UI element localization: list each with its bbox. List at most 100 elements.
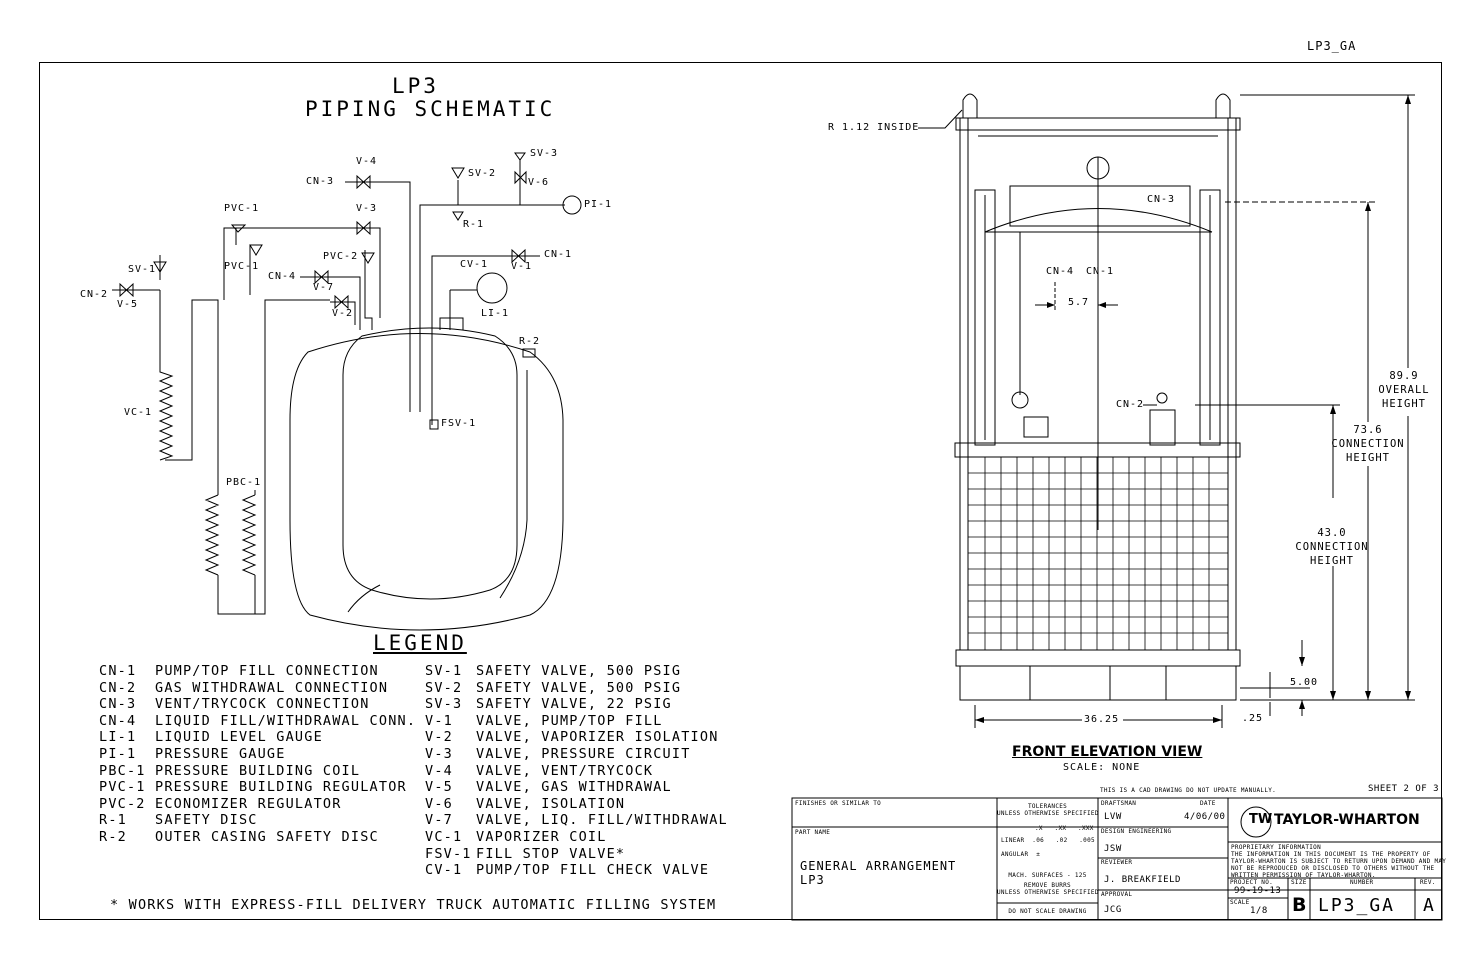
legend-code: CN-3 — [99, 696, 137, 713]
number-label: NUMBER — [1350, 879, 1374, 886]
dim-conn2-label2: HEIGHT — [1310, 555, 1354, 567]
legend-description: SAFETY DISC — [155, 812, 258, 829]
legend-description: LIQUID FILL/WITHDRAWAL CONN. — [155, 712, 417, 729]
label-v4: V-4 — [356, 156, 378, 167]
legend-code: V-6 — [425, 795, 453, 812]
legend-code: SV-1 — [425, 663, 463, 679]
legend-description: PRESSURE BUILDING COIL — [155, 762, 361, 779]
legend-description: VALVE, ISOLATION — [476, 795, 626, 812]
legend-code: R-2 — [99, 829, 127, 845]
number-value: LP3_GA — [1318, 895, 1396, 916]
legend-description: VALVE, PUMP/TOP FILL — [476, 712, 663, 729]
label-sv2: SV-2 — [468, 168, 497, 179]
remove-burrs: REMOVE BURRS — [1024, 882, 1071, 889]
legend-description: VAPORIZER COIL — [476, 829, 607, 845]
label-r1: R-1 — [463, 219, 485, 230]
legend-description: PRESSURE BUILDING REGULATOR — [155, 779, 407, 796]
label-cn2: CN-2 — [80, 289, 109, 300]
legend-title: LEGEND — [373, 631, 467, 655]
part-name-line1: GENERAL ARRANGEMENT — [800, 859, 957, 873]
sheet-number: SHEET 2 OF 3 — [1368, 784, 1440, 794]
dim-overall-label1: OVERALL — [1378, 384, 1430, 396]
design-engineering-label: DESIGN ENGINEERING — [1101, 828, 1172, 835]
drawing-code-top: LP3_GA — [1307, 39, 1357, 53]
label-r2: R-2 — [519, 336, 541, 347]
company-logo-mark: TW — [1249, 812, 1273, 827]
label-vc1: VC-1 — [124, 407, 153, 418]
label-v2: V-2 — [332, 308, 354, 319]
legend-description: ECONOMIZER REGULATOR — [155, 795, 342, 812]
legend-code: PBC-1 — [99, 762, 146, 779]
label-v5: V-5 — [117, 299, 139, 310]
project-no-label: PROJECT NO. — [1230, 879, 1274, 886]
label-sv1: SV-1 — [128, 264, 157, 275]
legend-code: V-5 — [425, 779, 453, 796]
legend-code: V-4 — [425, 762, 453, 779]
legend-description: GAS WITHDRAWAL CONNECTION — [155, 679, 389, 696]
size-label: SIZE — [1291, 879, 1307, 886]
legend-description: PRESSURE GAUGE — [155, 746, 286, 762]
tolerance-columns: .X .XX .XXX — [1035, 825, 1094, 832]
label-li1: LI-1 — [481, 308, 510, 319]
legend-code: V-1 — [425, 712, 453, 729]
part-name-line2: LP3 — [800, 873, 825, 887]
rev-value: A — [1423, 895, 1434, 916]
legend-description: SAFETY VALVE, 500 PSIG — [476, 679, 682, 696]
finishes-label: FINISHES OR SIMILAR TO — [795, 800, 882, 807]
dim-conn2-label1: CONNECTION — [1295, 541, 1369, 553]
label-v7: V-7 — [313, 282, 335, 293]
legend-description: LIQUID LEVEL GAUGE — [155, 729, 323, 746]
tolerances-subtitle: UNLESS OTHERWISE SPECIFIED — [997, 810, 1099, 817]
legend-code: PVC-2 — [99, 795, 146, 812]
label-v1: V-1 — [511, 261, 533, 272]
remove-burrs-note: UNLESS OTHERWISE SPECIFIED — [997, 889, 1099, 896]
legend-code: LI-1 — [99, 729, 137, 746]
date-value: 4/06/00 — [1184, 812, 1226, 822]
legend-code: CN-4 — [99, 712, 137, 729]
proprietary-line1: THE INFORMATION IN THIS DOCUMENT IS THE … — [1231, 851, 1431, 858]
legend-description: SAFETY VALVE, 22 PSIG — [476, 696, 672, 713]
elevation-cn1: CN-1 — [1086, 266, 1115, 277]
company-name: TAYLOR-WHARTON — [1274, 812, 1420, 828]
elevation-cn4: CN-4 — [1046, 266, 1075, 277]
view-scale: SCALE: NONE — [1063, 762, 1141, 773]
legend-description: VALVE, VAPORIZER ISOLATION — [476, 729, 719, 746]
tolerances-title: TOLERANCES — [1027, 803, 1068, 810]
label-pi1: PI-1 — [584, 199, 613, 210]
legend-description: VALVE, GAS WITHDRAWAL — [476, 779, 672, 796]
label-fsv1: FSV-1 — [441, 418, 477, 429]
schematic-title-line1: LP3 — [392, 74, 439, 98]
approval-label: APPROVAL — [1101, 891, 1133, 898]
schematic-title-line2: PIPING SCHEMATIC — [305, 97, 556, 121]
label-pvc1-top: PVC-1 — [224, 203, 260, 214]
legend-code: SV-2 — [425, 679, 463, 696]
dim-5-7: 5.7 — [1068, 297, 1090, 308]
legend-code: VC-1 — [425, 829, 463, 845]
radius-note: R 1.12 INSIDE — [828, 122, 920, 133]
dim-conn1-label2: HEIGHT — [1346, 452, 1390, 464]
legend-code: V-2 — [425, 729, 453, 746]
mach-surfaces: MACH. SURFACES - 125 — [1008, 872, 1087, 879]
dim-width: 36.25 — [1084, 714, 1120, 725]
legend-footnote: * WORKS WITH EXPRESS-FILL DELIVERY TRUCK… — [110, 897, 717, 913]
size-value: B — [1292, 894, 1307, 916]
legend-code: FSV-1 — [425, 845, 472, 862]
legend-description: VALVE, VENT/TRYCOCK — [476, 762, 654, 779]
rev-label: REV. — [1420, 879, 1436, 886]
dim-conn2-value: 43.0 — [1317, 527, 1347, 539]
legend-description: SAFETY VALVE, 500 PSIG — [476, 663, 682, 679]
approval-value: JCG — [1104, 905, 1122, 915]
dim-conn1-label1: CONNECTION — [1331, 438, 1405, 450]
proprietary-line4: WRITTEN PERMISSION OF TAYLOR-WHARTON. — [1231, 872, 1376, 879]
legend-description: VENT/TRYCOCK CONNECTION — [155, 696, 370, 713]
legend-code: R-1 — [99, 812, 127, 829]
label-v3: V-3 — [356, 203, 378, 214]
label-cn1: CN-1 — [544, 249, 573, 260]
legend-code: V-3 — [425, 746, 453, 762]
legend-description: VALVE, PRESSURE CIRCUIT — [476, 746, 691, 762]
legend-code: V-7 — [425, 812, 453, 829]
dim-overall-label2: HEIGHT — [1382, 398, 1426, 410]
elevation-cn2: CN-2 — [1116, 399, 1145, 410]
